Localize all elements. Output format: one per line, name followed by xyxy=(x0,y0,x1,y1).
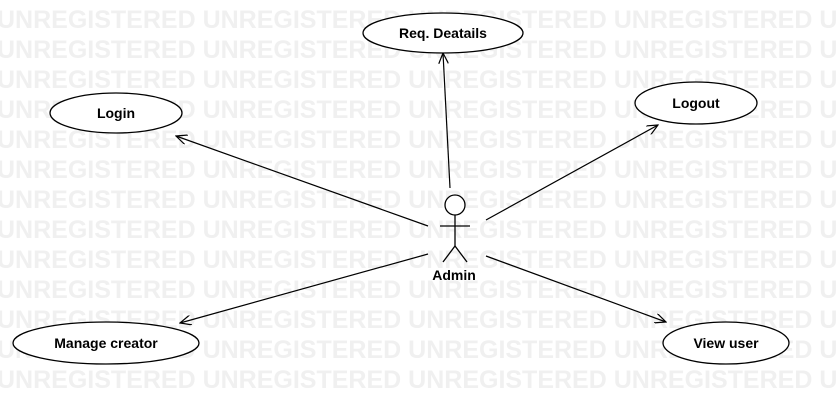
association-view-user xyxy=(485,255,666,322)
watermark-row: UNREGISTERED UNREGISTERED UNREGISTERED U… xyxy=(0,216,838,244)
use-case-req-details[interactable]: Req. Deatails xyxy=(362,12,524,54)
association-login xyxy=(176,136,429,227)
association-logout xyxy=(485,125,658,221)
watermark-row: UNREGISTERED UNREGISTERED UNREGISTERED U… xyxy=(0,276,838,304)
use-case-view-user[interactable]: View user xyxy=(662,321,790,365)
use-case-manage-creator[interactable]: Manage creator xyxy=(12,321,200,365)
stick-figure-icon xyxy=(440,194,470,263)
actor-admin[interactable]: Admin xyxy=(432,194,476,283)
use-case-label: Req. Deatails xyxy=(399,25,487,41)
use-case-login[interactable]: Login xyxy=(49,92,183,134)
watermark-row: UNREGISTERED UNREGISTERED UNREGISTERED U… xyxy=(0,366,838,394)
use-case-label: Logout xyxy=(672,95,720,111)
association-manage-creator xyxy=(180,253,429,323)
association-req-details xyxy=(443,53,451,189)
use-case-logout[interactable]: Logout xyxy=(634,81,758,125)
watermark-row: UNREGISTERED UNREGISTERED UNREGISTERED U… xyxy=(0,186,838,214)
use-case-label: Manage creator xyxy=(54,335,158,351)
use-case-label: View user xyxy=(693,335,759,351)
use-case-label: Login xyxy=(97,105,135,121)
watermark-row: UNREGISTERED UNREGISTERED UNREGISTERED U… xyxy=(0,246,838,274)
watermark-row: UNREGISTERED UNREGISTERED UNREGISTERED U… xyxy=(0,156,838,184)
actor-label: Admin xyxy=(432,267,476,283)
